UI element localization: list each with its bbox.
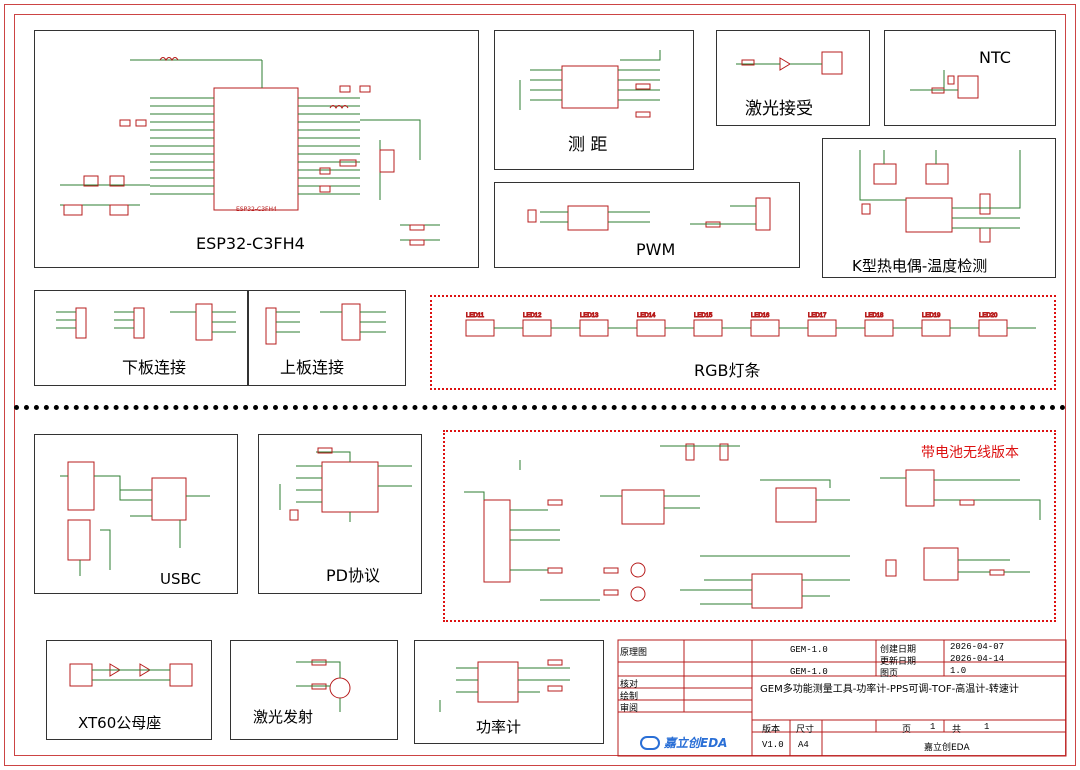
tb-project-2: GEM-1.0 [790, 667, 828, 677]
block-laser-rx [716, 30, 870, 126]
block-pd-label: PD协议 [326, 566, 380, 585]
block-xt60-label: XT60公母座 [78, 714, 162, 732]
tb-update-date: 2026-04-14 [950, 654, 1005, 664]
tb-row-label-3: 审阅 [620, 704, 639, 714]
tb-project: GEM-1.0 [790, 645, 828, 655]
tb-version-label: 版本 [762, 725, 781, 735]
tb-update-date-label: 更新日期 [880, 657, 917, 667]
tb-create-date-label: 创建日期 [880, 645, 917, 655]
tb-size-label: 尺寸 [796, 725, 815, 735]
tb-description: GEM多功能测量工具-功率计-PPS可调-TOF-高温计-转速计 [760, 684, 1019, 695]
block-rgb-strip-label: RGB灯条 [694, 361, 761, 380]
tb-company: 嘉立创EDA [924, 743, 970, 753]
block-ranging-label: 测 距 [568, 135, 608, 155]
tb-version: V1.0 [762, 740, 784, 750]
block-lower-board-label: 下板连接 [122, 358, 187, 377]
section-divider [14, 405, 1066, 410]
block-laser-tx [230, 640, 398, 740]
block-ntc [884, 30, 1056, 126]
block-battery-wireless [443, 430, 1056, 622]
tb-row-label-0: 原理图 [620, 648, 648, 658]
tb-sheet-value: 1.0 [950, 666, 967, 676]
block-thermocouple-label: K型热电偶-温度检测 [852, 257, 988, 275]
eda-logo-text: 嘉立创EDA [664, 736, 728, 750]
tb-total-label: 共 [952, 725, 962, 735]
tb-create-date: 2026-04-07 [950, 642, 1005, 652]
block-laser-rx-label: 激光接受 [745, 99, 813, 119]
block-laser-tx-label: 激光发射 [253, 708, 314, 726]
esp32-chip-label: ESP32-C3FH4 [236, 206, 277, 213]
tb-row-label-1: 核对 [620, 680, 639, 690]
block-pwm-label: PWM [636, 240, 676, 259]
block-battery-wireless-label: 带电池无线版本 [921, 445, 1019, 461]
block-rgb-strip [430, 295, 1056, 390]
block-upper-board-label: 上板连接 [280, 358, 345, 377]
tb-row-label-2: 绘制 [620, 692, 639, 702]
tb-page-num: 1 [930, 722, 936, 732]
block-usbc-label: USBC [160, 570, 202, 588]
block-ntc-label: NTC [979, 48, 1011, 67]
block-esp32-label: ESP32-C3FH4 [196, 234, 305, 253]
block-esp32 [34, 30, 479, 268]
block-xt60 [46, 640, 212, 740]
cloud-icon [640, 735, 660, 750]
block-power-meter-label: 功率计 [476, 718, 522, 736]
outer-frame [4, 4, 1076, 766]
block-pwm [494, 182, 800, 268]
tb-size: A4 [798, 740, 809, 750]
tb-page-label: 页 [902, 725, 912, 735]
block-usbc [34, 434, 238, 594]
inner-frame [14, 14, 1066, 756]
tb-total-num: 1 [984, 722, 990, 732]
tb-sheet-label: 图页 [880, 669, 899, 679]
eda-logo: 嘉立创EDA [640, 734, 727, 751]
